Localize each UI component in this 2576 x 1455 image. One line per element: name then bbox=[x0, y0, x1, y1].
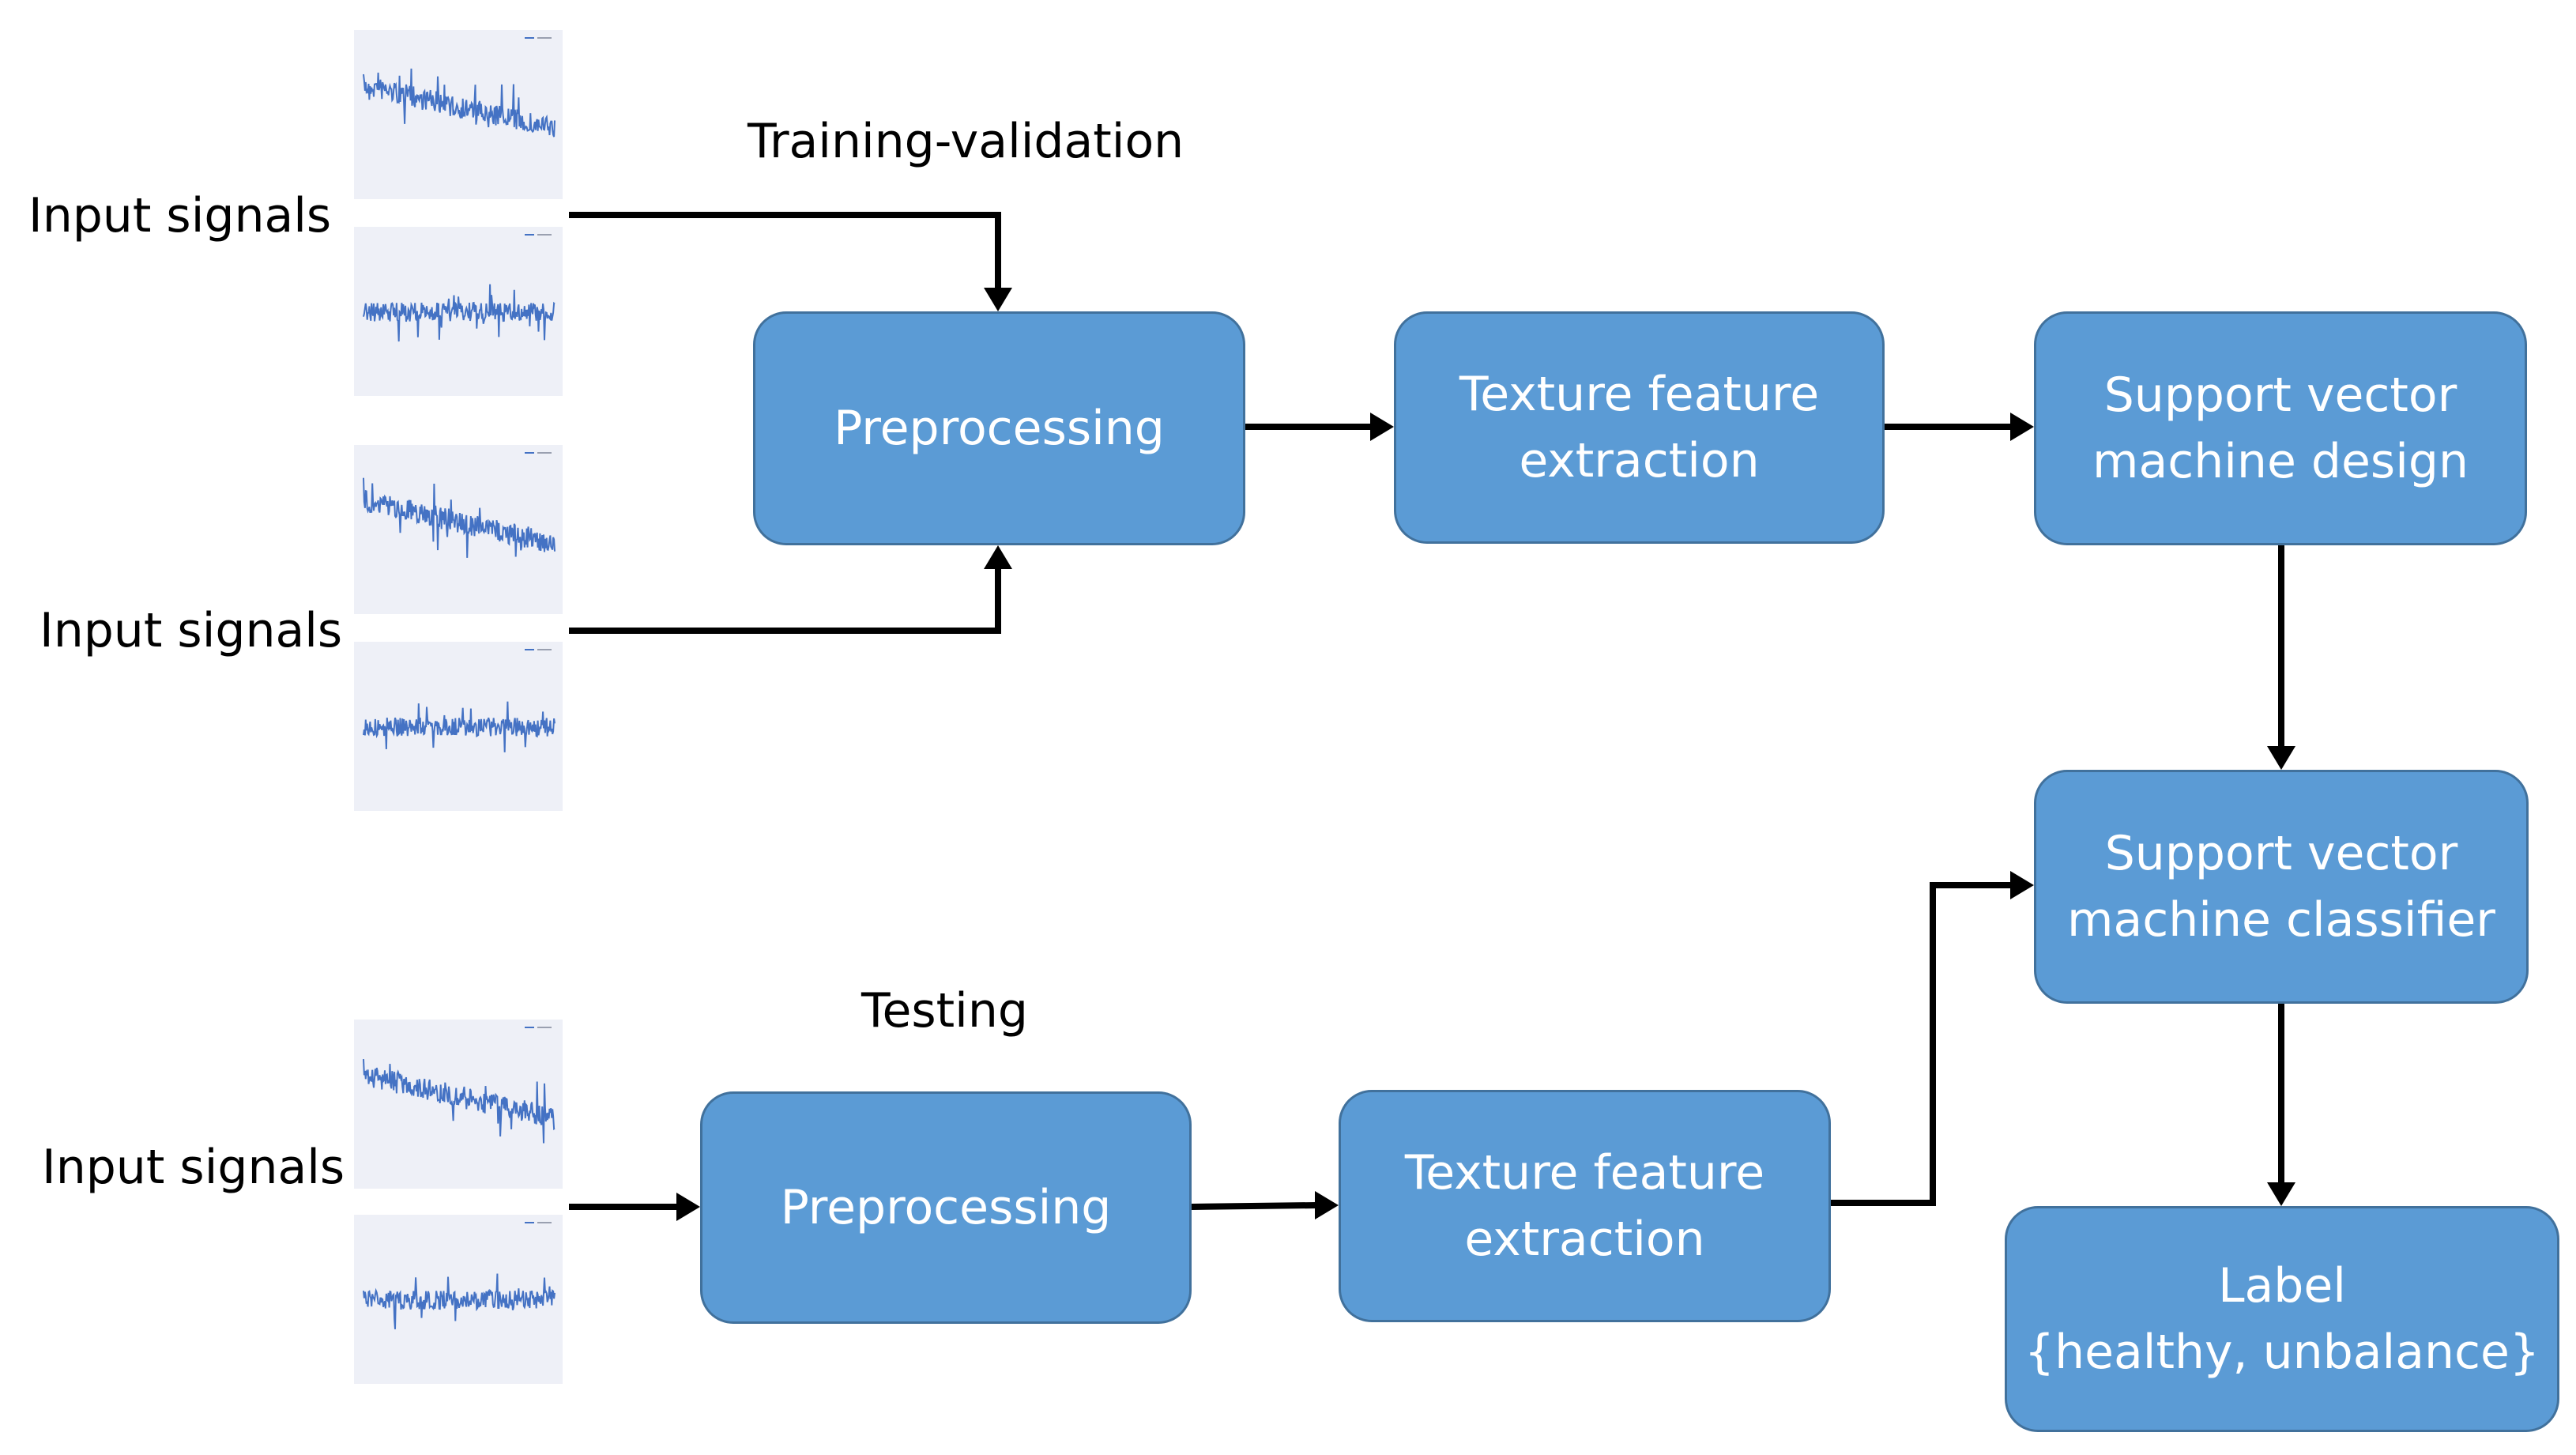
arrow-input2-to-preprocessing bbox=[569, 567, 1001, 634]
signal-trace bbox=[363, 477, 555, 558]
signal-plot bbox=[363, 452, 555, 558]
signal-trace bbox=[363, 284, 555, 342]
signal-thumbnail-spiky bbox=[354, 1215, 563, 1384]
box-line: Support vector bbox=[2104, 826, 2458, 881]
arrow-head bbox=[2267, 1182, 2295, 1206]
arrow-head bbox=[1370, 413, 1394, 441]
box-line: machine design bbox=[2092, 434, 2469, 489]
box-line: machine classifier bbox=[2067, 892, 2495, 948]
preprocessing-training-box: Preprocessing bbox=[753, 311, 1245, 545]
texture-feature-extraction-training-box: Texture feature extraction bbox=[1394, 311, 1885, 544]
signal-thumbnail-decreasing bbox=[354, 30, 563, 199]
box-line: Label bbox=[2218, 1258, 2346, 1314]
box-line: Texture feature bbox=[1459, 367, 1820, 422]
svm-design-box: Support vector machine design bbox=[2034, 311, 2527, 545]
input-signals-label-1: Input signals bbox=[28, 188, 332, 243]
signal-plot bbox=[363, 1222, 555, 1329]
arrow-head bbox=[984, 545, 1012, 569]
input-signals-label-2: Input signals bbox=[40, 603, 343, 658]
testing-label: Testing bbox=[861, 983, 1028, 1038]
box-line: {healthy, unbalance} bbox=[2024, 1325, 2540, 1380]
signal-plot bbox=[363, 649, 555, 752]
arrow-head bbox=[1315, 1191, 1339, 1219]
input-signals-label-3: Input signals bbox=[42, 1140, 345, 1195]
arrow-head bbox=[2010, 413, 2034, 441]
arrow-preprocessing-to-texture-test bbox=[1191, 1202, 1317, 1210]
signal-thumbnail-decreasing bbox=[354, 445, 563, 614]
signal-trace bbox=[363, 68, 555, 138]
training-validation-label: Training-validation bbox=[748, 114, 1184, 169]
signal-trace bbox=[363, 1059, 555, 1144]
box-line: Texture feature bbox=[1404, 1145, 1765, 1201]
arrow-input1-to-preprocessing bbox=[569, 212, 1001, 289]
signal-thumbnail-spiky bbox=[354, 227, 563, 396]
preprocessing-testing-box: Preprocessing bbox=[700, 1091, 1192, 1324]
signal-plot bbox=[363, 1027, 555, 1144]
box-line: Preprocessing bbox=[780, 1180, 1112, 1235]
arrow-head bbox=[676, 1193, 700, 1221]
arrow-head bbox=[2267, 746, 2295, 770]
svm-classifier-box: Support vector machine classifier bbox=[2034, 770, 2529, 1004]
signal-plot bbox=[363, 37, 555, 138]
signal-plot bbox=[363, 234, 555, 342]
arrow-head bbox=[984, 288, 1012, 311]
box-line: Support vector bbox=[2103, 368, 2457, 423]
arrow-texture-test-to-classifier bbox=[1831, 882, 2012, 1206]
box-line: extraction bbox=[1519, 433, 1760, 488]
signal-thumbnail-spiky bbox=[354, 642, 563, 811]
signal-thumbnail-decreasing bbox=[354, 1020, 563, 1189]
box-line: Preprocessing bbox=[834, 401, 1165, 456]
texture-feature-extraction-testing-box: Texture feature extraction bbox=[1339, 1090, 1831, 1322]
label-output-box: Label {healthy, unbalance} bbox=[2005, 1206, 2559, 1432]
arrow-head bbox=[2010, 871, 2034, 899]
signal-trace bbox=[363, 1273, 555, 1329]
signal-trace bbox=[363, 701, 555, 752]
box-line: extraction bbox=[1464, 1212, 1705, 1267]
